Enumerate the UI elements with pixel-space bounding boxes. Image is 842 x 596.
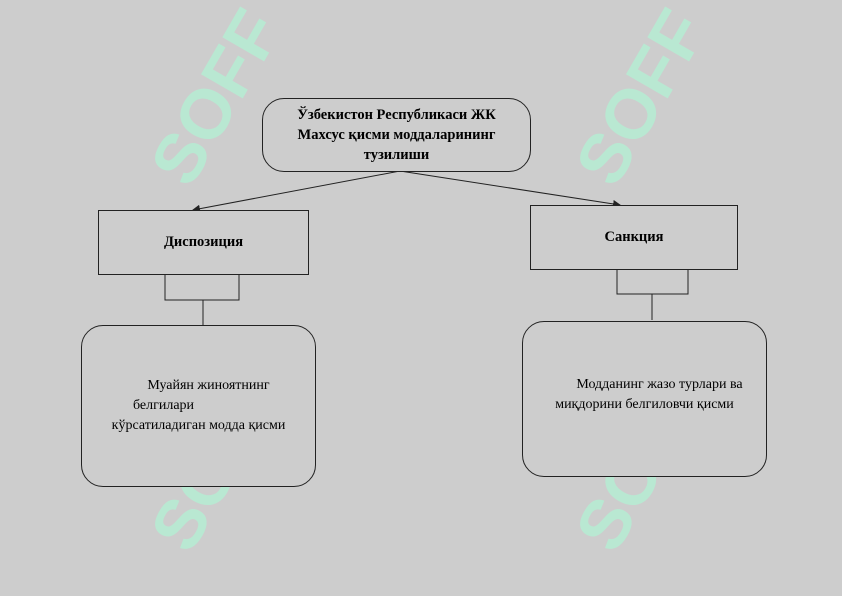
root-line-2: Махсус қисми моддаларининг xyxy=(297,127,496,143)
disposition-detail-line-2: белгилари xyxy=(132,398,195,413)
sanction-box: Санкция xyxy=(530,205,738,270)
disposition-box: Диспозиция xyxy=(98,210,309,275)
sanction-detail-line-1: Модданинг жазо турлари ва xyxy=(576,377,743,392)
root-line-1: Ўзбекистон Республикаси ЖК xyxy=(297,107,496,123)
sanction-detail-line-2: миқдорини белгиловчи қисми xyxy=(555,397,734,412)
arrow-root-to-disposition xyxy=(192,170,401,213)
arrow-root-to-sanction xyxy=(399,170,621,208)
disposition-detail-line-1: Муайян жиноятнинг xyxy=(147,378,270,393)
sanction-label: Санкция xyxy=(604,229,664,245)
brace-sanction xyxy=(616,270,689,320)
sanction-detail-box: Модданинг жазо турлари ва миқдорини белг… xyxy=(522,321,767,477)
disposition-detail-box: Муайян жиноятнинг белгилари кўрсатиладиг… xyxy=(81,325,316,487)
disposition-label: Диспозиция xyxy=(163,234,244,250)
root-node: Ўзбекистон Республикаси ЖК Махсус қисми … xyxy=(262,98,531,172)
root-line-3: тузилиши xyxy=(363,147,430,163)
brace-disposition xyxy=(164,275,240,325)
disposition-detail-line-3: кўрсатиладиган модда қисми xyxy=(111,418,286,433)
